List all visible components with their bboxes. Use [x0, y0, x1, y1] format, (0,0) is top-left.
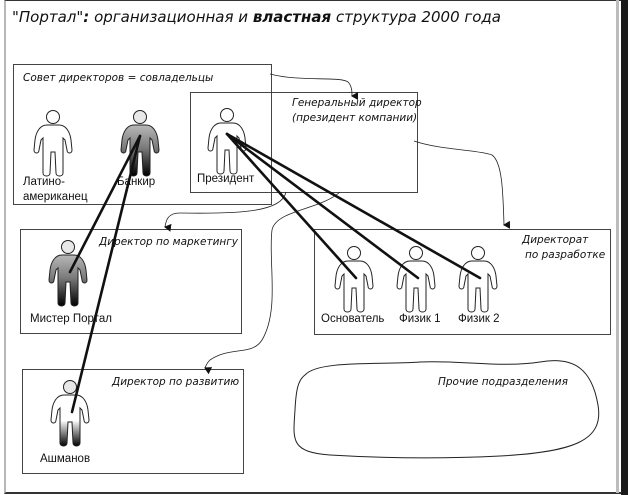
org-link-board-ceo [269, 73, 359, 100]
person-head-icon [63, 380, 77, 394]
ceo-label-line1: Генеральный директор [292, 97, 422, 109]
title-colon: : [83, 8, 90, 26]
person-head-icon [61, 240, 75, 254]
frame-shadow-line [616, 0, 619, 493]
person-body-icon [396, 260, 436, 313]
rnd-label-line1: Директорат [522, 234, 589, 246]
org-link-ceo-rnd [413, 140, 511, 229]
power-link-president-to-physicist1 [225, 132, 420, 280]
other-departments-blob [293, 360, 600, 459]
ceo-label-line2: (президент компании) [292, 112, 418, 124]
person-label-physicist1: Физик 1 [399, 313, 441, 325]
person-label-banker: Банкир [117, 176, 156, 188]
power-link-president-to-founder [225, 132, 358, 280]
board-of-directors-label: Совет директоров = совладельцы [23, 72, 214, 84]
person-figure-latino [33, 110, 73, 177]
person-figure-founder [334, 246, 374, 313]
person-head-icon [46, 110, 60, 124]
org-link-ceo-development [204, 191, 341, 375]
power-link-banker-to-ashmanov [70, 134, 142, 414]
person-head-icon [133, 110, 147, 124]
person-head-icon [409, 246, 423, 260]
person-body-icon [33, 124, 73, 177]
title-part1: организационная и [89, 8, 253, 26]
person-figure-mister-portal [48, 240, 88, 307]
person-label-physicist2: Физик 2 [458, 313, 500, 325]
person-label-president: Президент [197, 173, 255, 185]
person-label-mister-portal: Мистер Портал [30, 313, 112, 325]
person-label-founder: Основатель [321, 313, 385, 325]
frame-right-edge [621, 0, 628, 495]
person-head-icon [471, 246, 485, 260]
title-quoted: "Портал" [12, 8, 84, 26]
marketing-box [20, 229, 242, 334]
person-body-icon [334, 260, 374, 313]
person-body-icon [120, 124, 160, 177]
diagram-frame [4, 0, 624, 494]
board-of-directors-box [13, 64, 272, 205]
marketing-label: Директор по маркетингу [99, 236, 239, 248]
title-part2: структура 2000 года [331, 8, 501, 26]
person-label-latino: Латино-американец [23, 175, 88, 205]
power-link-president-to-physicist2 [225, 132, 482, 280]
person-figure-banker [120, 110, 160, 177]
rnd-label-line2: по разработке [525, 249, 606, 261]
latino-label-line2: американец [23, 191, 88, 203]
title-bold: властная [252, 8, 332, 26]
person-label-ashmanov: Ашманов [40, 453, 91, 465]
person-body-icon [50, 394, 90, 447]
development-label: Директор по развитию [112, 376, 240, 388]
person-figure-physicist1 [396, 246, 436, 313]
person-figure-ashmanov [50, 380, 90, 447]
latino-label-line1: Латино- [23, 176, 65, 188]
rnd-box [314, 229, 611, 335]
person-head-icon [347, 246, 361, 260]
power-link-banker-to-mister-portal [68, 134, 142, 274]
development-box [22, 369, 244, 474]
person-figure-physicist2 [458, 246, 498, 313]
person-body-icon [48, 254, 88, 307]
person-body-icon [458, 260, 498, 313]
other-departments-label: Прочие подразделения [438, 376, 568, 388]
diagram-title: "Портал": организационная и властная стр… [12, 8, 501, 26]
org-link-ceo-marketing [164, 191, 287, 232]
person-head-icon [220, 108, 234, 122]
